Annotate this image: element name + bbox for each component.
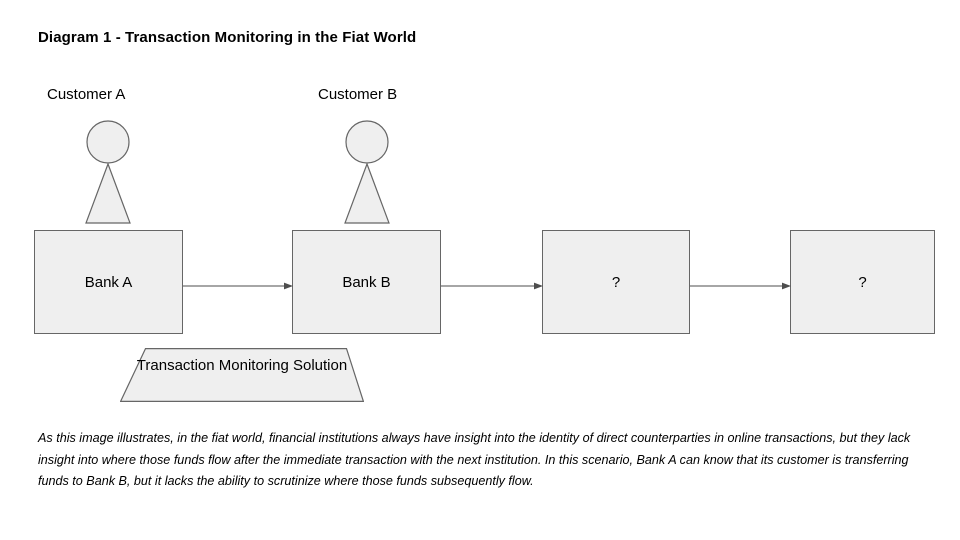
person-actor-icon-customer-a — [78, 118, 138, 228]
node-bank-a-label: Bank A — [84, 273, 133, 291]
person-actor-icon-customer-b — [337, 118, 397, 228]
node-bank-b[interactable]: Bank B — [292, 230, 441, 334]
transaction-monitoring-solution-label: Transaction Monitoring Solution — [136, 357, 348, 374]
page-title: Diagram 1 - Transaction Monitoring in th… — [38, 29, 417, 46]
actor-label-customer-a: Customer A — [47, 86, 126, 103]
flow-arrow-bank-b-to-unknown-1 — [441, 278, 543, 290]
node-bank-a[interactable]: Bank A — [34, 230, 183, 334]
node-bank-b-label: Bank B — [342, 273, 391, 291]
flow-arrow-unknown-1-to-unknown-2 — [690, 278, 791, 290]
actor-label-customer-b: Customer B — [318, 86, 398, 103]
flow-arrow-bank-a-to-bank-b — [183, 278, 293, 290]
node-unknown-1-label: ? — [611, 273, 621, 291]
transaction-monitoring-solution-shape[interactable] — [119, 348, 365, 403]
diagram-caption: As this image illustrates, in the fiat w… — [38, 431, 911, 488]
node-unknown-2[interactable]: ? — [790, 230, 935, 334]
node-unknown-2-label: ? — [858, 273, 867, 291]
node-unknown-1[interactable]: ? — [542, 230, 690, 334]
